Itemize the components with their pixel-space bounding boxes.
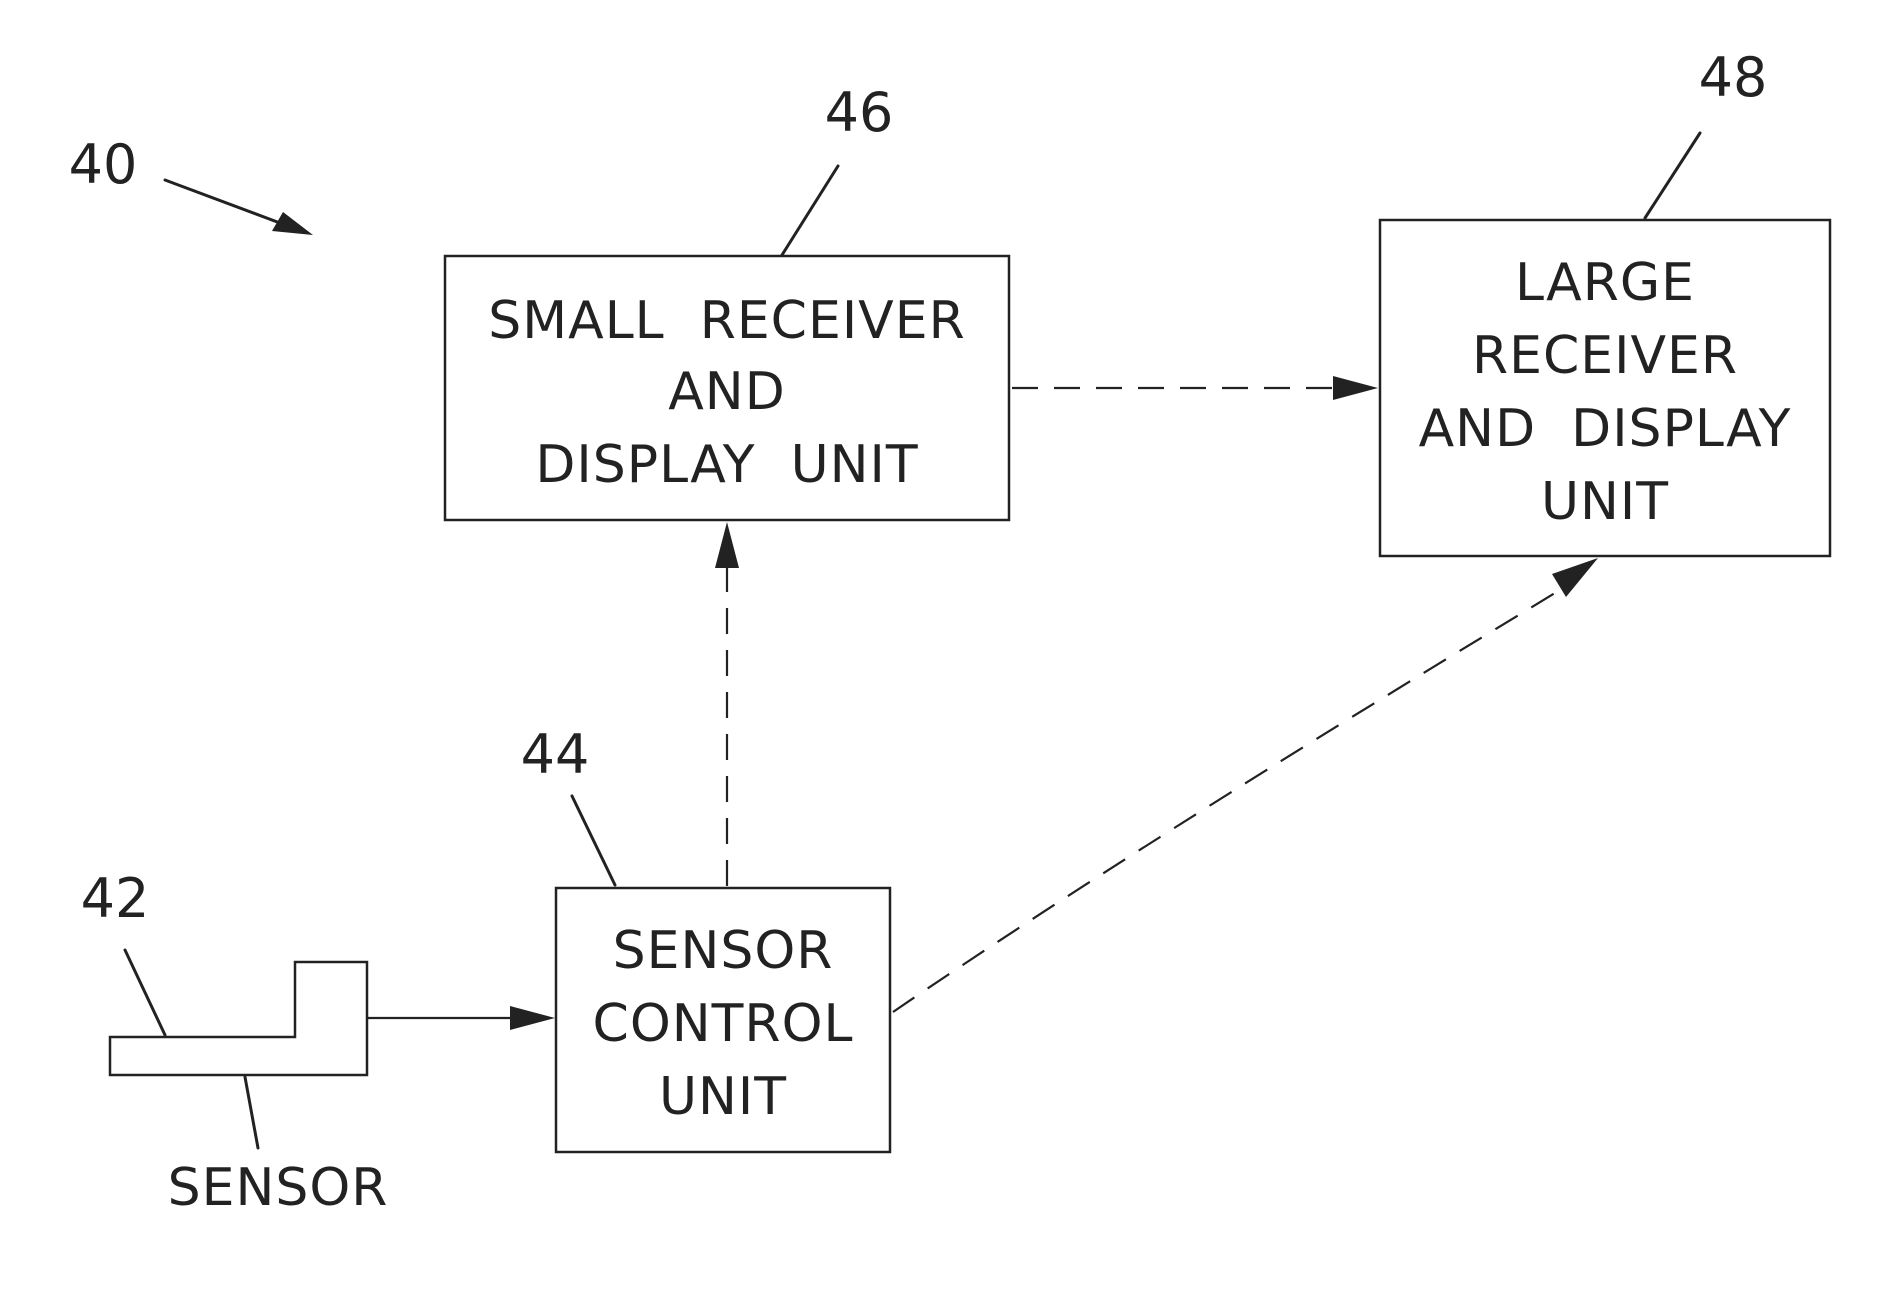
large-receiver-line-2: RECEIVER [1472, 326, 1738, 386]
sensor-control-unit-block: SENSOR CONTROL UNIT 44 [521, 723, 890, 1152]
sensor-ref: 42 [81, 867, 150, 930]
sensor-control-unit-ref: 44 [521, 723, 590, 786]
small-receiver-leader [782, 166, 838, 255]
large-receiver-line-1: LARGE [1515, 253, 1695, 313]
large-receiver-line-3: AND DISPLAY [1419, 399, 1792, 459]
sensor-block: 42 SENSOR [81, 867, 389, 1218]
sensor-control-unit-line-1: SENSOR [613, 921, 834, 981]
sensor-caption-leader [245, 1077, 258, 1148]
connector-sensor-arrowhead [510, 1006, 555, 1030]
large-receiver-line-4: UNIT [1541, 472, 1669, 532]
connector-control-large-line [893, 590, 1560, 1012]
small-receiver-ref: 46 [825, 81, 894, 144]
large-receiver-ref: 48 [1699, 46, 1768, 109]
figure-ref-number: 40 [69, 133, 138, 196]
sensor-control-unit-line-2: CONTROL [593, 994, 854, 1054]
connector-control-small-arrowhead [715, 522, 739, 568]
connector-control-to-large [893, 558, 1598, 1012]
large-receiver-leader [1645, 133, 1700, 218]
small-receiver-block: SMALL RECEIVER AND DISPLAY UNIT 46 [445, 81, 1009, 520]
sensor-shape [110, 962, 367, 1075]
figure-reference: 40 [69, 133, 313, 235]
connector-small-large-arrowhead [1333, 376, 1378, 400]
sensor-control-unit-line-3: UNIT [659, 1067, 787, 1127]
small-receiver-line-3: DISPLAY UNIT [535, 435, 918, 495]
connector-control-to-small [715, 522, 739, 886]
sensor-caption: SENSOR [168, 1158, 389, 1218]
small-receiver-line-1: SMALL RECEIVER [488, 291, 966, 351]
large-receiver-block: LARGE RECEIVER AND DISPLAY UNIT 48 [1380, 46, 1830, 556]
sensor-ref-leader [125, 950, 165, 1035]
figure-ref-arrowhead [272, 212, 313, 235]
connector-control-large-arrowhead [1552, 558, 1598, 597]
connector-sensor-to-control [367, 1006, 555, 1030]
sensor-control-unit-leader [572, 796, 615, 885]
connector-small-to-large [1012, 376, 1378, 400]
small-receiver-line-2: AND [668, 362, 786, 422]
figure-ref-arrow-line [165, 180, 288, 226]
